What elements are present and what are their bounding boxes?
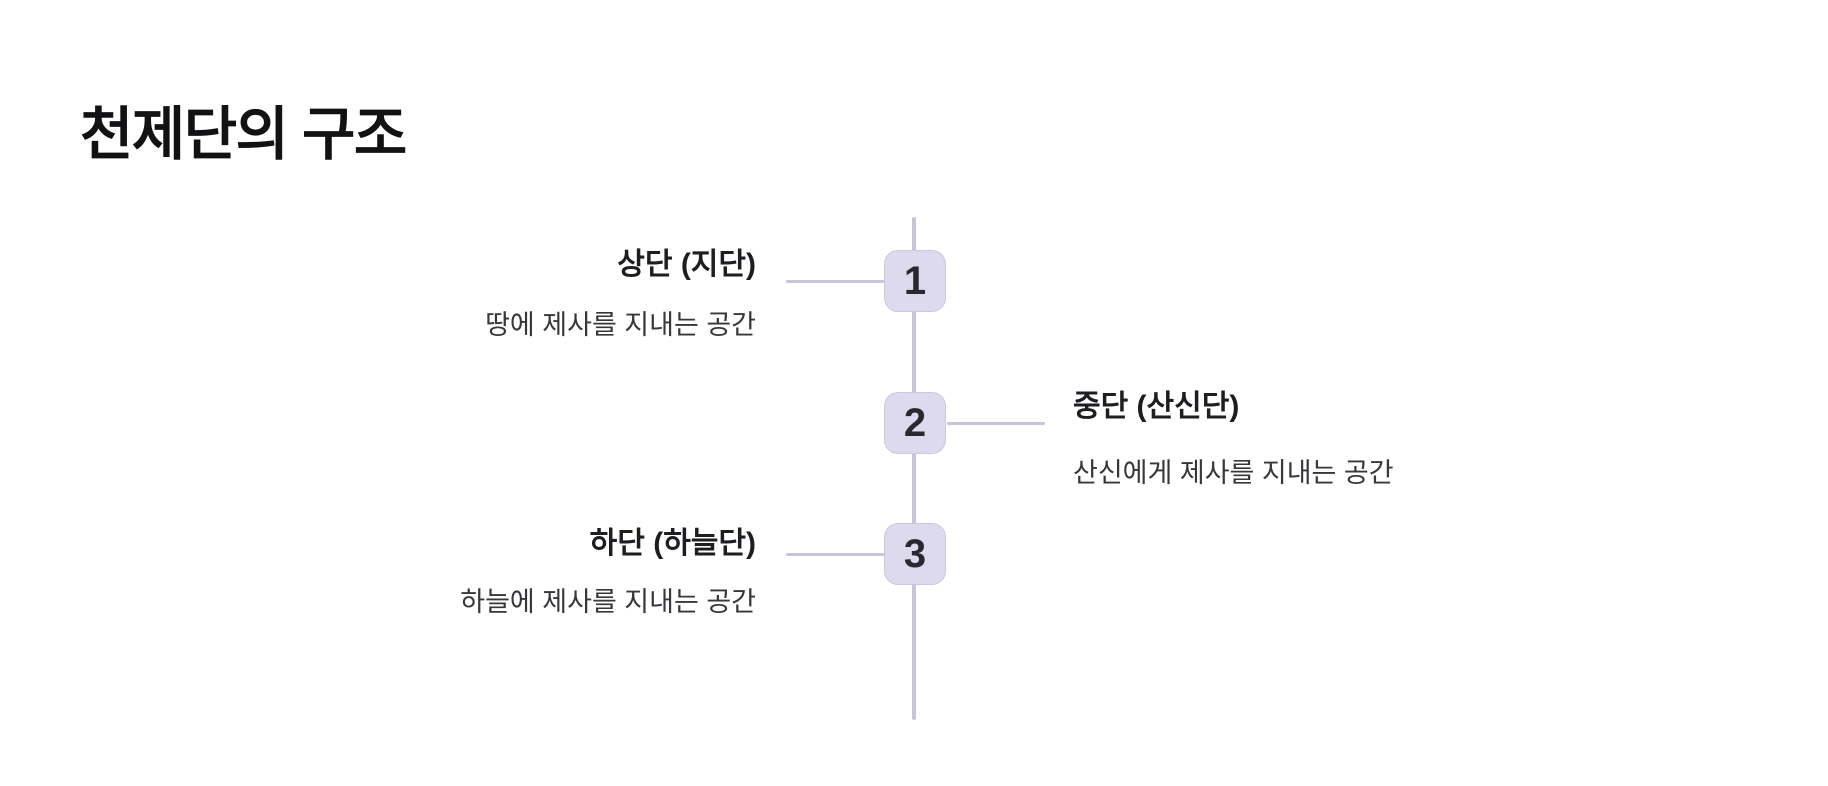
node-description-3: 하늘에 제사를 지내는 공간 bbox=[460, 587, 756, 617]
node-number-1: 1 bbox=[903, 258, 927, 303]
node-label-1: 상단 (지단) bbox=[617, 248, 756, 281]
page-title: 천제단의 구조 bbox=[80, 101, 407, 167]
timeline-vertical-line bbox=[912, 217, 916, 720]
node-box-1: 1 bbox=[884, 250, 946, 312]
connector-line-3 bbox=[786, 553, 885, 556]
node-box-2: 2 bbox=[884, 392, 946, 454]
node-number-3: 3 bbox=[903, 531, 927, 576]
node-label-2: 중단 (산신단) bbox=[1073, 390, 1240, 423]
connector-line-2 bbox=[947, 422, 1045, 425]
node-box-3: 3 bbox=[884, 523, 946, 585]
node-description-1: 땅에 제사를 지내는 공간 bbox=[485, 310, 756, 340]
node-label-3: 하단 (하늘단) bbox=[589, 527, 756, 560]
connector-line-1 bbox=[786, 280, 885, 283]
node-number-2: 2 bbox=[903, 400, 927, 445]
node-description-2: 산신에게 제사를 지내는 공간 bbox=[1073, 458, 1394, 488]
